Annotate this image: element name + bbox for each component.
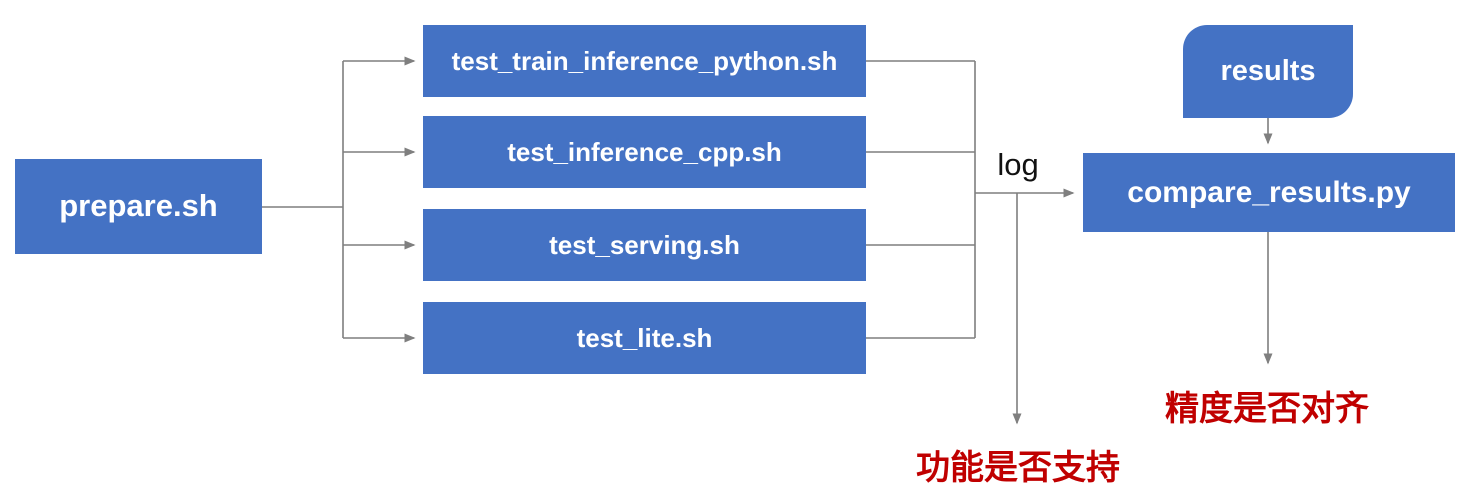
edge-label-log: log — [997, 147, 1039, 182]
node-test-lite-sh-label: test_lite.sh — [576, 322, 713, 353]
node-test-serving-sh: test_serving.sh — [423, 209, 866, 281]
node-compare-results-py-label: compare_results.py — [1127, 176, 1411, 209]
node-prepare-sh: prepare.sh — [15, 159, 262, 254]
node-test-lite-sh: test_lite.sh — [423, 302, 866, 374]
node-compare-results-py: compare_results.py — [1083, 153, 1455, 232]
node-test-train-inference-python-sh: test_train_inference_python.sh — [423, 25, 866, 97]
annotation-function-support: 功能是否支持 — [916, 449, 1120, 487]
node-prepare-sh-label: prepare.sh — [59, 188, 218, 224]
node-test-inference-cpp-sh-label: test_inference_cpp.sh — [507, 136, 782, 167]
node-test-inference-cpp-sh: test_inference_cpp.sh — [423, 116, 866, 188]
node-results-store-label: results — [1220, 54, 1316, 87]
annotation-precision-aligned: 精度是否对齐 — [1165, 390, 1369, 428]
node-results-store: results — [1183, 25, 1353, 118]
node-test-serving-sh-label: test_serving.sh — [549, 229, 740, 260]
node-test-train-inference-python-sh-label: test_train_inference_python.sh — [451, 45, 838, 76]
